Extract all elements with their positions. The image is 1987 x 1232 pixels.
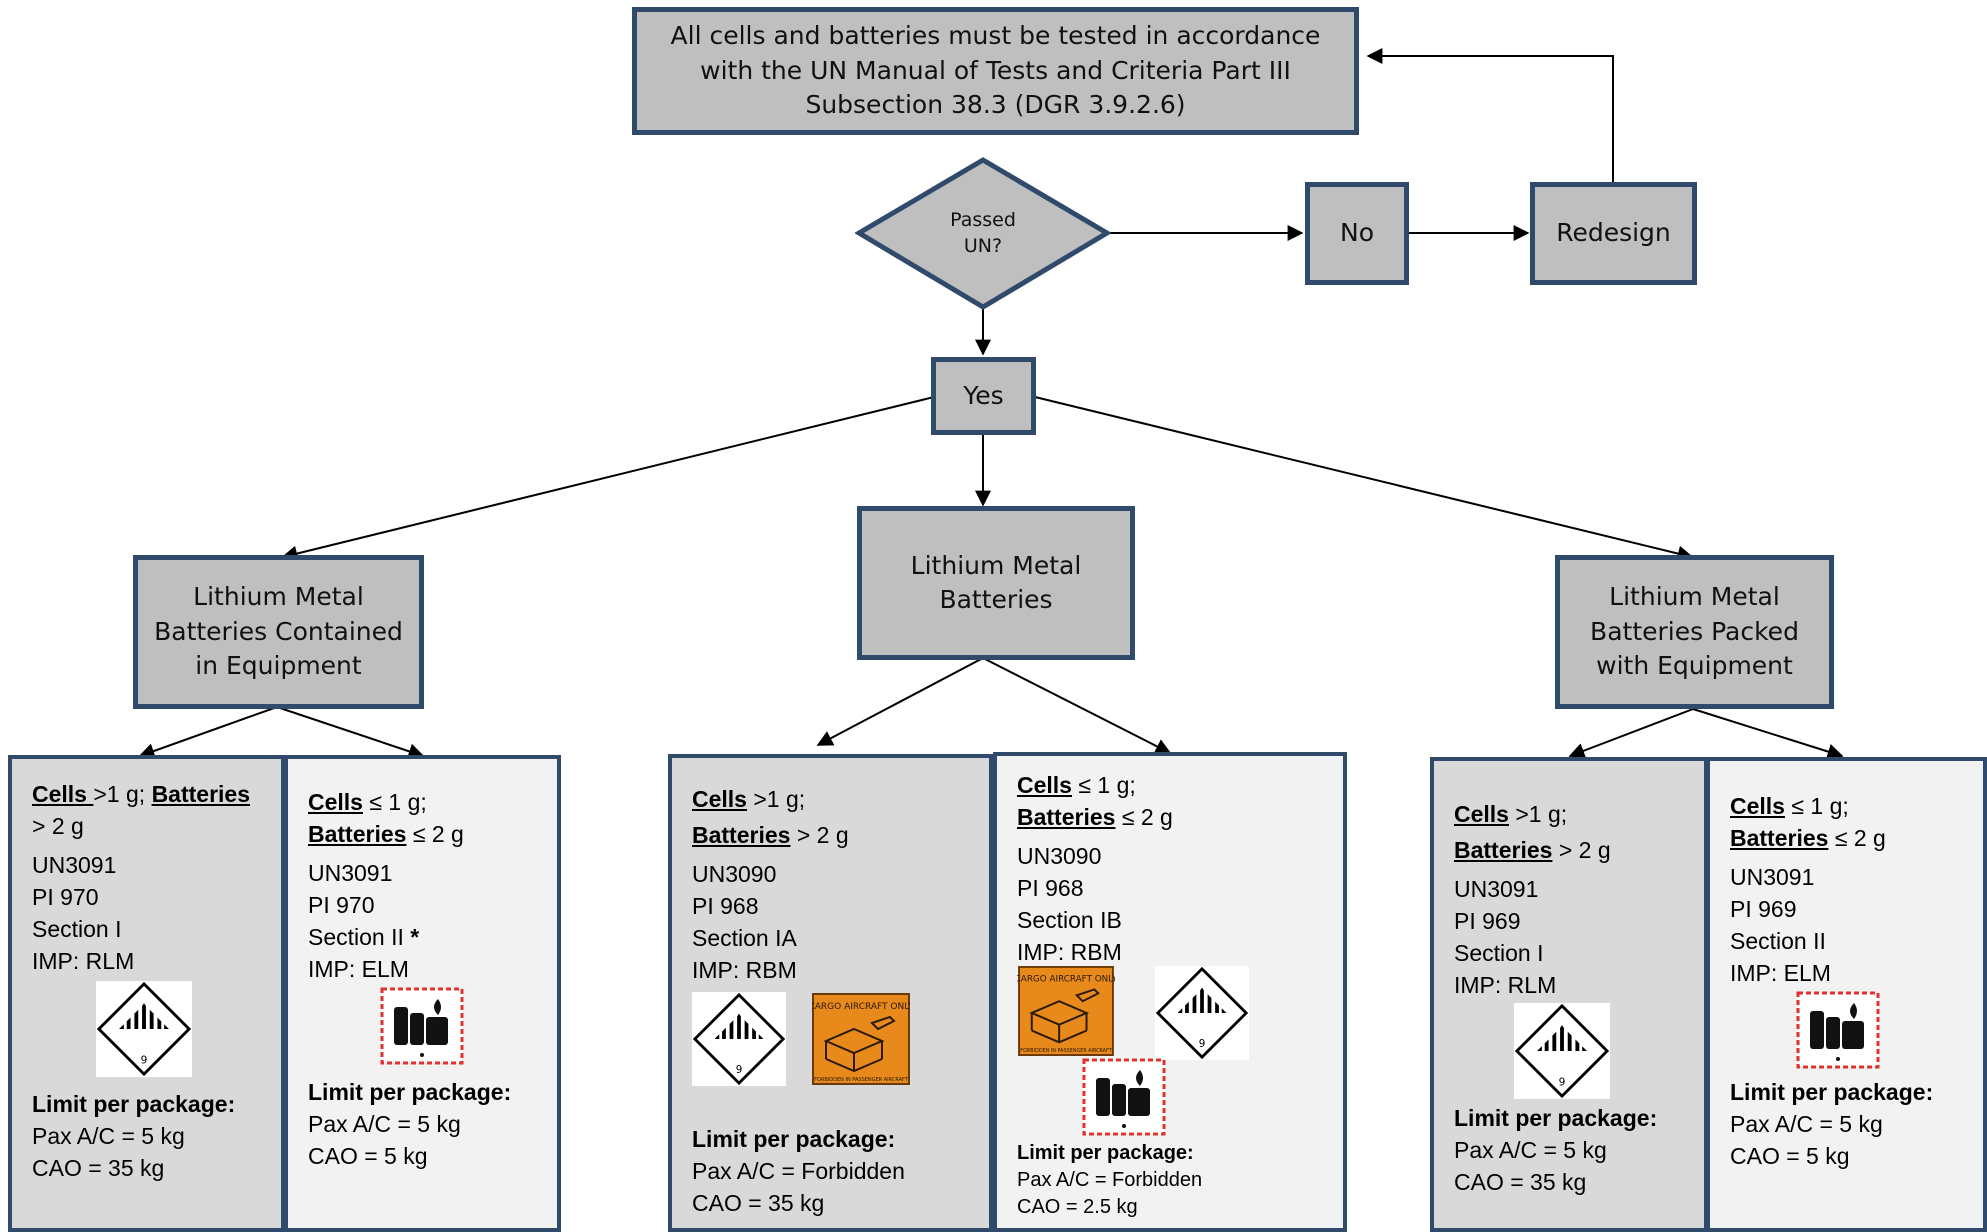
svg-text:CARGO AIRCRAFT ONLY: CARGO AIRCRAFT ONLY [812, 1002, 910, 1012]
svg-text:9: 9 [1559, 1077, 1566, 1089]
arrow-packed-to-p5 [1568, 708, 1694, 759]
packing-instruction: PI 969 [1730, 896, 1797, 923]
arrow-redesign-to-top [1366, 48, 1614, 182]
imp-code: IMP: RBM [692, 956, 797, 983]
limit-heading: Limit per package: [692, 1126, 896, 1153]
criteria-line: Cells ≤ 1 g; Batteries ≤ 2 g [308, 789, 464, 847]
criteria-line: Cells >1 g; Batteries > 2 g [32, 781, 250, 839]
arrow-batteries-to-p3 [816, 657, 984, 746]
svg-text:CARGO AIRCRAFT ONLY: CARGO AIRCRAFT ONLY [1017, 975, 1115, 985]
pax-limit: Pax A/C = 5 kg [1730, 1111, 1883, 1138]
arrow-yes-to-packed [1034, 396, 1694, 562]
limit-heading: Limit per package: [32, 1091, 236, 1118]
un-number: UN3090 [1017, 843, 1102, 870]
imp-code: IMP: RLM [32, 947, 135, 974]
svg-text:FORBIDDEN IN PASSENGER AIRCRAF: FORBIDDEN IN PASSENGER AIRCRAFT [814, 1077, 909, 1083]
pax-limit: Pax A/C = Forbidden [1017, 1169, 1203, 1192]
packing-instruction: PI 969 [1454, 908, 1521, 935]
arrow-yes-to-contained [281, 396, 935, 562]
limit-heading: Limit per package: [1454, 1105, 1658, 1132]
panel-packed-section-i: Cells >1 g; Batteries > 2 g UN3091 PI 96… [1430, 757, 1708, 1232]
decision-text: Passed UN? [950, 209, 1016, 257]
panel-contained-section-ii: Cells ≤ 1 g; Batteries ≤ 2 g UN3091 PI 9… [284, 755, 561, 1232]
section: Section II [1730, 927, 1826, 954]
limit-heading: Limit per package: [1017, 1142, 1194, 1165]
section: Section IA [692, 924, 797, 951]
criteria-line: Cells ≤ 1 g; Batteries ≤ 2 g [1017, 772, 1173, 830]
pax-limit: Pax A/C = Forbidden [692, 1158, 905, 1185]
svg-text:9: 9 [736, 1064, 743, 1076]
cao-limit: CAO = 35 kg [32, 1154, 165, 1181]
top-requirement-box: All cells and batteries must be tested i… [632, 7, 1359, 135]
section: Section IB [1017, 906, 1122, 933]
lithium-battery-mark-icon [1082, 1058, 1166, 1136]
redesign-box: Redesign [1530, 182, 1697, 285]
arrow-contained-to-p2 [276, 706, 425, 760]
criteria-line: Cells >1 g; Batteries > 2 g [692, 786, 849, 848]
decision-diamond [855, 157, 1111, 310]
svg-text:FORBIDDEN IN PASSENGER AIRCRAF: FORBIDDEN IN PASSENGER AIRCRAFT [1020, 1048, 1111, 1054]
pax-limit: Pax A/C = 5 kg [32, 1123, 185, 1150]
un-number: UN3091 [32, 852, 117, 879]
packing-instruction: PI 968 [692, 893, 759, 920]
un-number: UN3091 [308, 860, 393, 887]
class-9-hazard-label-icon: 9 [692, 992, 786, 1087]
un-number: UN3091 [1454, 876, 1539, 903]
imp-code: IMP: RBM [1017, 938, 1122, 965]
cao-limit: CAO = 35 kg [692, 1189, 825, 1216]
cao-limit: CAO = 5 kg [1730, 1142, 1850, 1169]
un-number: UN3090 [692, 861, 777, 888]
imp-code: IMP: ELM [308, 955, 409, 982]
yes-box: Yes [931, 357, 1036, 435]
un-number: UN3091 [1730, 864, 1815, 891]
lithium-battery-mark-icon [1796, 991, 1880, 1069]
arrow-contained-to-p1 [138, 706, 278, 759]
cao-limit: CAO = 35 kg [1454, 1168, 1587, 1195]
packed-with-equipment-box: Lithium Metal Batteries Packed with Equi… [1555, 555, 1834, 709]
criteria-line: Cells ≤ 1 g; Batteries ≤ 2 g [1730, 793, 1886, 851]
cao-limit: CAO = 2.5 kg [1017, 1196, 1138, 1219]
lithium-battery-mark-icon [380, 987, 464, 1065]
class-9-hazard-label-icon: 9 [1514, 1003, 1610, 1100]
class-9-hazard-label-icon: 9 [96, 981, 192, 1078]
cao-limit: CAO = 5 kg [308, 1142, 428, 1169]
arrow-packed-to-p6 [1692, 708, 1844, 760]
imp-code: IMP: ELM [1730, 959, 1831, 986]
cargo-aircraft-only-label-icon: CARGO AIRCRAFT ONLY FORBIDDEN IN PASSENGE… [1017, 966, 1115, 1057]
pax-limit: Pax A/C = 5 kg [1454, 1137, 1607, 1164]
pax-limit: Pax A/C = 5 kg [308, 1111, 461, 1138]
cargo-aircraft-only-label-icon: CARGO AIRCRAFT ONLY FORBIDDEN IN PASSENGE… [812, 993, 910, 1086]
limit-heading: Limit per package: [308, 1079, 512, 1106]
svg-text:9: 9 [1199, 1038, 1206, 1050]
metal-batteries-box: Lithium Metal Batteries [857, 506, 1135, 660]
top-requirement-text: All cells and batteries must be tested i… [670, 21, 1321, 120]
panel-batteries-section-ib: Cells ≤ 1 g; Batteries ≤ 2 g UN3090 PI 9… [993, 752, 1347, 1232]
svg-text:9: 9 [141, 1055, 148, 1067]
packing-instruction: PI 968 [1017, 875, 1084, 902]
no-box: No [1305, 182, 1409, 285]
limit-heading: Limit per package: [1730, 1079, 1934, 1106]
panel-contained-section-i: Cells >1 g; Batteries > 2 g UN3091 PI 97… [8, 755, 285, 1232]
packing-instruction: PI 970 [32, 884, 99, 911]
section: Section II * [308, 923, 420, 950]
section: Section I [1454, 939, 1544, 966]
packing-instruction: PI 970 [308, 892, 375, 919]
class-9-hazard-label-icon: 9 [1155, 966, 1249, 1061]
panel-batteries-section-ia: Cells >1 g; Batteries > 2 g UN3090 PI 96… [668, 754, 993, 1232]
contained-in-equipment-box: Lithium Metal Batteries Contained in Equ… [133, 555, 424, 709]
imp-code: IMP: RLM [1454, 971, 1557, 998]
arrow-batteries-to-p4 [982, 657, 1172, 754]
criteria-line: Cells >1 g; Batteries > 2 g [1454, 801, 1611, 863]
panel-packed-section-ii: Cells ≤ 1 g; Batteries ≤ 2 g UN3091 PI 9… [1706, 757, 1987, 1232]
section: Section I [32, 915, 122, 942]
